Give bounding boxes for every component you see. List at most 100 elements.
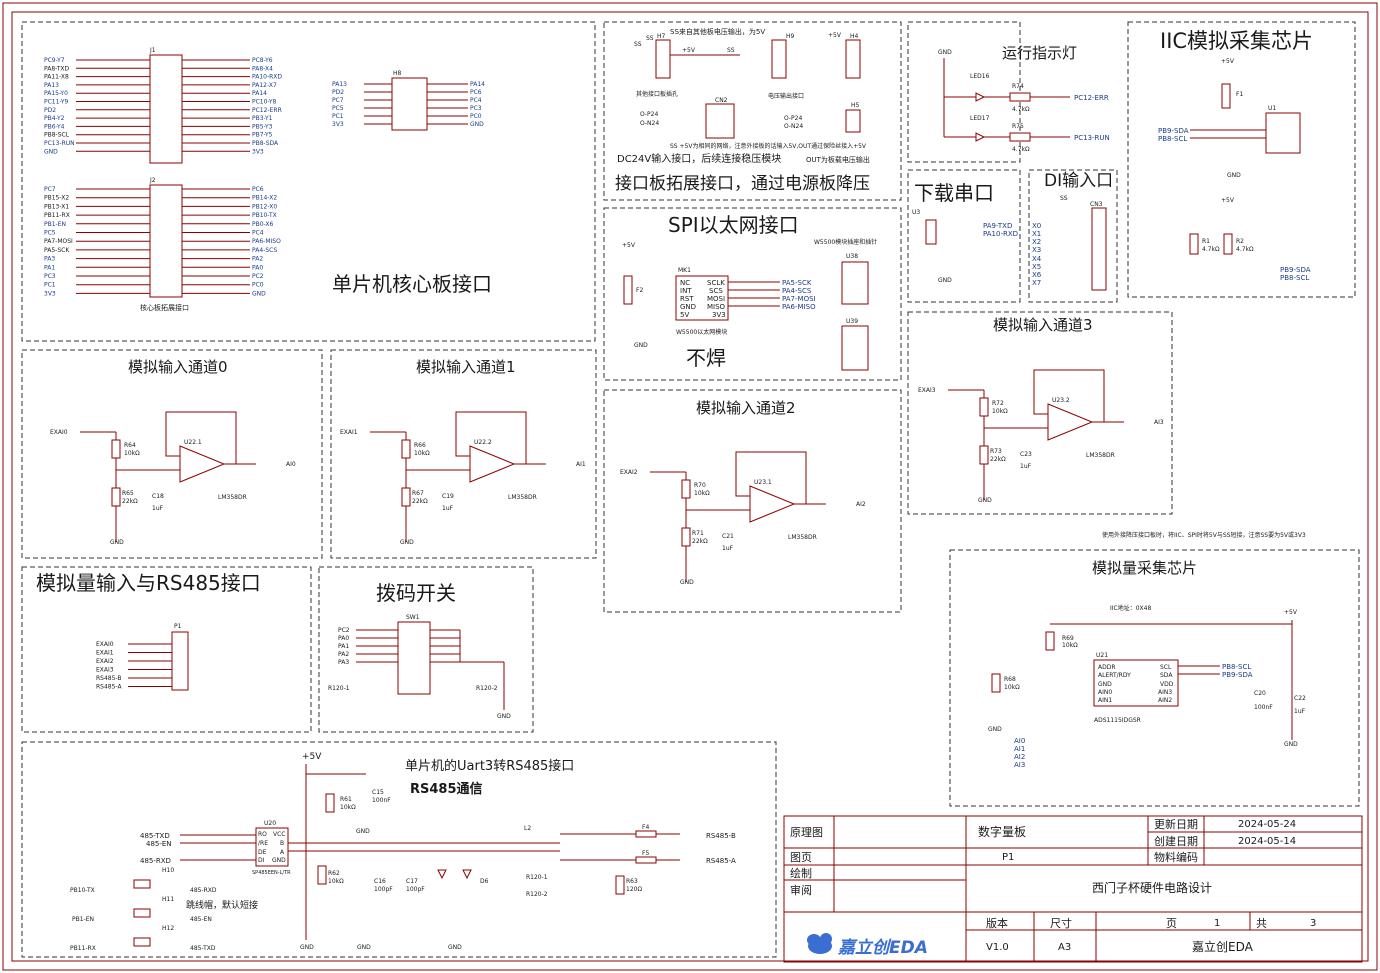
svg-text:B: B [280, 840, 284, 847]
j1-right-net: PC12-ERR [252, 107, 282, 114]
svg-text:U39: U39 [846, 318, 858, 325]
opamp-channel-3: EXAI3R7210kΩR7322kΩC231uFU23.2LM358DRAI3… [918, 369, 1164, 504]
adc-title: 模拟量采集芯片 [1092, 559, 1197, 577]
ai3-title: 模拟输入通道3 [993, 316, 1093, 334]
h8-left-net: PA13 [332, 81, 347, 88]
svg-text:R62: R62 [328, 870, 340, 877]
svg-text:SW1: SW1 [406, 614, 420, 621]
j2-left-net: PA3 [44, 256, 55, 263]
svg-text:485-RXD: 485-RXD [190, 887, 217, 894]
svg-text:D6: D6 [480, 878, 489, 885]
svg-text:其他接口板插孔: 其他接口板插孔 [636, 90, 678, 98]
j2-right-net: PC4 [252, 230, 264, 237]
svg-text:O-P24: O-P24 [784, 115, 802, 122]
w5500-module: MK1 NC INT RST GND 5V SCLK SCS MOSI MISO… [622, 242, 869, 371]
j2-right-net: PC0 [252, 282, 264, 289]
dip-net: PA2 [338, 651, 349, 658]
svg-text:X7: X7 [1032, 279, 1041, 287]
svg-text:DI: DI [258, 857, 265, 864]
svg-text:+5V: +5V [1221, 58, 1235, 65]
h8-left-net: PD2 [332, 89, 344, 96]
j2-right-net: PA0 [252, 264, 263, 271]
channel-input-label: EXAI2 [620, 469, 638, 476]
svg-text:MOSI: MOSI [707, 295, 725, 303]
svg-text:图页: 图页 [790, 851, 812, 864]
svg-text:DE: DE [258, 849, 267, 856]
svg-text:SS: SS [727, 47, 735, 54]
svg-text:PA10-RXD: PA10-RXD [983, 230, 1018, 238]
j2-left-net: PB11-RX [44, 212, 70, 219]
channel-output-label: AI3 [1154, 419, 1164, 426]
spi-sub: W5500模块插座和插针 [814, 238, 877, 246]
svg-text:X6: X6 [1032, 271, 1042, 279]
title-block: 原理图 数字量板 更新日期 2024-05-24 创建日期 2024-05-14… [783, 815, 1363, 963]
svg-text:+5V: +5V [622, 242, 636, 249]
svg-text:U3: U3 [912, 209, 920, 216]
svg-text:MK1: MK1 [678, 267, 691, 274]
j2-right-net: PC6 [252, 186, 264, 193]
j2-right-net: PB12-X0 [252, 203, 277, 210]
svg-text:LED16: LED16 [970, 73, 990, 80]
svg-text:R120-2: R120-2 [476, 685, 498, 692]
svg-text:H11: H11 [162, 896, 174, 903]
dip-switch: SW1 R120-1 R120-2 GND [328, 614, 511, 720]
h8-right-net: PC6 [470, 89, 482, 96]
dip-title: 拨码开关 [376, 581, 456, 605]
svg-text:GND: GND [988, 726, 1002, 733]
svg-text:PA7-MOSI: PA7-MOSI [782, 295, 816, 303]
j2-right-net: PB10-TX [252, 212, 277, 219]
j2-right-net: GND [252, 290, 266, 297]
svg-text:3V3: 3V3 [712, 311, 726, 319]
opamp-channel-1: EXAI1R6610kΩR6722kΩC191uFU22.2LM358DRAI1… [340, 411, 586, 546]
svg-text:PC13-RUN: PC13-RUN [1074, 134, 1110, 142]
j1-left-net: PA13 [44, 82, 59, 89]
j1-connector: J1 [149, 47, 183, 164]
svg-text:R120-1: R120-1 [526, 874, 548, 881]
svg-text:跳线帽，默认短接: 跳线帽，默认短接 [186, 899, 258, 911]
rs485-circuit: U20 RO /RE DE DI VCC B A GND SP485EEN-L/… [70, 752, 736, 952]
svg-text:+5V: +5V [1284, 609, 1298, 616]
svg-text:R120-1: R120-1 [328, 685, 350, 692]
svg-text:1uF: 1uF [1020, 463, 1032, 470]
ext-board-circuit: SS来自其他板电压输出，为5V H7 SS SS 其他接口板插孔 +5V SS … [617, 27, 870, 165]
j2-right-net: PB0-X6 [252, 221, 274, 228]
p1-net: RS485-B [96, 675, 122, 682]
opamp-channel-2: EXAI2R7010kΩR7122kΩC211uFU23.1LM358DRAI2… [620, 451, 866, 586]
ai2-title: 模拟输入通道2 [696, 399, 796, 417]
svg-text:C22: C22 [1294, 695, 1306, 702]
j1-left-net: PB4-Y2 [44, 115, 65, 122]
svg-text:H7: H7 [657, 33, 666, 40]
svg-text:GND: GND [497, 713, 511, 720]
svg-text:X1: X1 [1032, 230, 1041, 238]
svg-text:LM358DR: LM358DR [508, 494, 537, 501]
svg-text:10kΩ: 10kΩ [992, 408, 1008, 415]
svg-text:100pF: 100pF [374, 886, 393, 893]
svg-text:P1: P1 [174, 623, 182, 630]
svg-text:原理图: 原理图 [790, 826, 823, 839]
svg-text:PC12-ERR: PC12-ERR [1074, 94, 1109, 102]
svg-text:LM358DR: LM358DR [218, 494, 247, 501]
p1-net: EXAI3 [96, 667, 114, 674]
spi-box [603, 207, 902, 381]
svg-text:PA9-TXD: PA9-TXD [983, 222, 1012, 230]
ads1115: U21 ADDR ALERT/RDY GND AIN0 AIN1 SCL SDA… [988, 609, 1306, 769]
svg-text:C18: C18 [152, 493, 164, 500]
svg-text:GND: GND [1227, 172, 1241, 179]
dip-net: PC2 [338, 627, 350, 634]
download-circuit: U3 PA9-TXD PA10-RXD GND [912, 209, 1018, 284]
j1-right-net: PC8-Y6 [252, 57, 273, 64]
svg-text:尺寸: 尺寸 [1050, 916, 1072, 930]
svg-text:SCL: SCL [1160, 664, 1172, 671]
svg-text:U20: U20 [264, 820, 276, 827]
svg-text:U22.1: U22.1 [184, 439, 202, 446]
ext-board-box [603, 21, 902, 201]
svg-text:U23.2: U23.2 [1052, 397, 1070, 404]
j1-right-net: PA12-X7 [252, 82, 277, 89]
svg-text:R71: R71 [692, 530, 704, 537]
svg-text:GND: GND [978, 497, 992, 504]
uart-rs485-box [21, 741, 777, 958]
cloud-logo-icon [807, 933, 832, 954]
svg-text:+5V: +5V [682, 47, 696, 54]
svg-text:R120-2: R120-2 [526, 891, 548, 898]
